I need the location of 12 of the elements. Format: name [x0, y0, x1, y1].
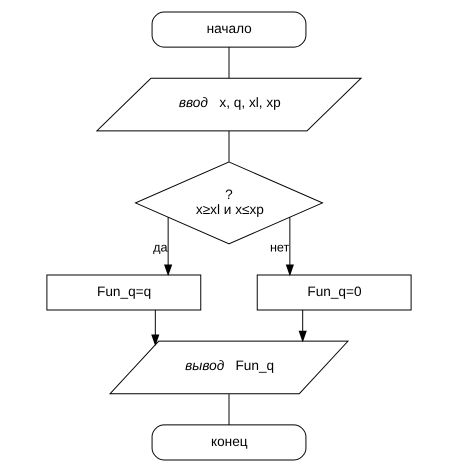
connector — [228, 130, 229, 162]
node-box: конец — [151, 424, 306, 460]
arrow — [298, 310, 306, 342]
arrow — [150, 310, 159, 346]
arrow — [285, 216, 294, 276]
node-box: Fun_q=q — [46, 274, 201, 310]
node-diamond: ? x≥xl и x≤xp — [134, 161, 324, 244]
arrow — [164, 216, 172, 276]
connector — [228, 394, 229, 426]
node-box: начало — [151, 12, 306, 48]
node-box: Fun_q=0 — [256, 274, 412, 310]
connector — [228, 46, 229, 79]
